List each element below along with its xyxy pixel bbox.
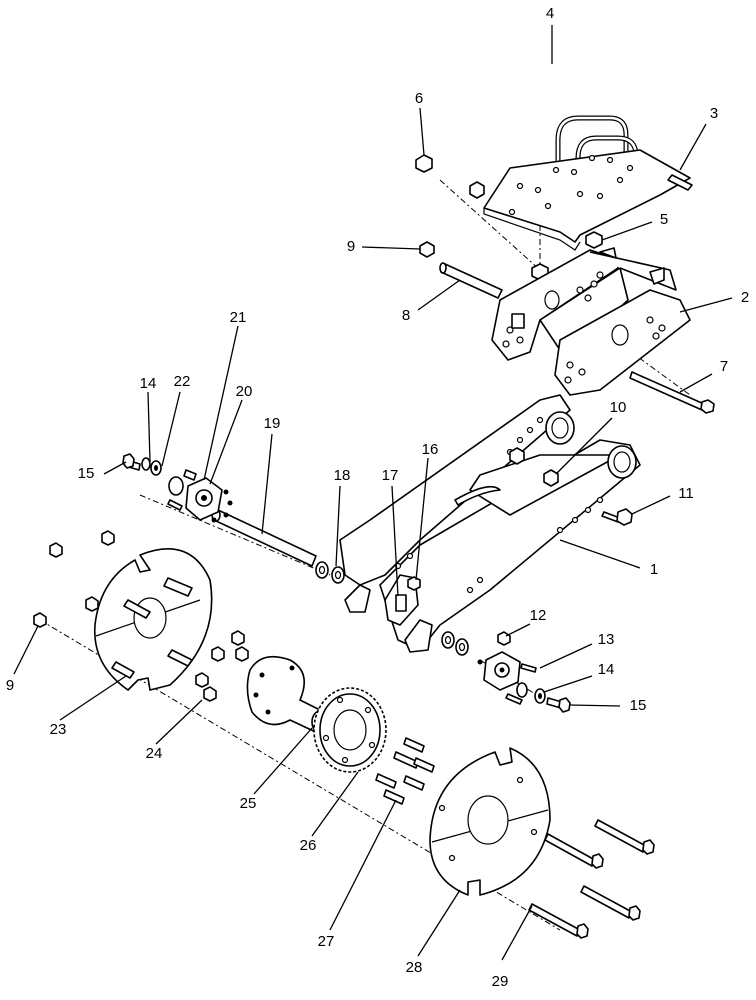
nuts-left xyxy=(33,530,249,702)
callout-24: 24 xyxy=(146,745,163,762)
callout-20: 20 xyxy=(236,383,253,400)
callout-4: 4 xyxy=(546,5,554,22)
callout-19: 19 xyxy=(264,415,281,432)
callout-16: 16 xyxy=(422,441,439,458)
bolt-6 xyxy=(415,154,485,199)
callout-8: 8 xyxy=(402,307,410,324)
callout-5: 5 xyxy=(660,211,668,228)
bearing-right xyxy=(477,631,571,713)
disc-23 xyxy=(94,548,213,691)
callout-23: 23 xyxy=(50,721,67,738)
callout-2: 2 xyxy=(741,289,749,306)
callout-14-left: 14 xyxy=(140,375,157,392)
callout-25: 25 xyxy=(240,795,257,812)
callout-1: 1 xyxy=(650,561,658,578)
sprocket-26 xyxy=(313,687,387,773)
bolt-11 xyxy=(601,508,633,526)
callout-10: 10 xyxy=(610,399,627,416)
callout-13: 13 xyxy=(598,631,615,648)
bolt-7 xyxy=(629,371,715,414)
callout-3: 3 xyxy=(710,105,718,122)
callout-9-upper: 9 xyxy=(347,238,355,255)
bolts-27 xyxy=(375,737,435,805)
callout-7: 7 xyxy=(720,358,728,375)
callout-15-right: 15 xyxy=(630,697,647,714)
callout-6: 6 xyxy=(415,90,423,107)
callout-9-lower: 9 xyxy=(6,677,14,694)
bracket-2 xyxy=(491,247,691,396)
disc-28 xyxy=(429,747,551,896)
callout-26: 26 xyxy=(300,837,317,854)
callout-22: 22 xyxy=(174,373,191,390)
callout-28: 28 xyxy=(406,959,423,976)
nut-9-upper xyxy=(419,241,435,258)
callout-11: 11 xyxy=(678,485,694,502)
callout-labels: 4 3 6 5 9 8 2 7 21 14 22 20 10 19 16 15 … xyxy=(6,5,749,990)
bearing-left xyxy=(122,453,233,523)
washers-right xyxy=(441,631,469,656)
mounting-plate xyxy=(483,149,693,251)
callout-15-left: 15 xyxy=(78,465,95,482)
bolts-29 xyxy=(528,819,655,939)
bracket-16-17 xyxy=(384,574,421,626)
nut-10 xyxy=(509,447,559,487)
callout-14-right: 14 xyxy=(598,661,615,678)
washers-18 xyxy=(315,561,345,584)
callout-12: 12 xyxy=(530,607,547,624)
callout-21: 21 xyxy=(230,309,247,326)
swing-arm-1 xyxy=(339,394,641,653)
callout-27: 27 xyxy=(318,933,335,950)
callout-18: 18 xyxy=(334,467,351,484)
callout-29: 29 xyxy=(492,973,509,990)
u-bolts xyxy=(532,60,639,210)
leader-lines xyxy=(13,25,733,961)
callout-17: 17 xyxy=(382,467,399,484)
pin-8 xyxy=(439,262,503,299)
